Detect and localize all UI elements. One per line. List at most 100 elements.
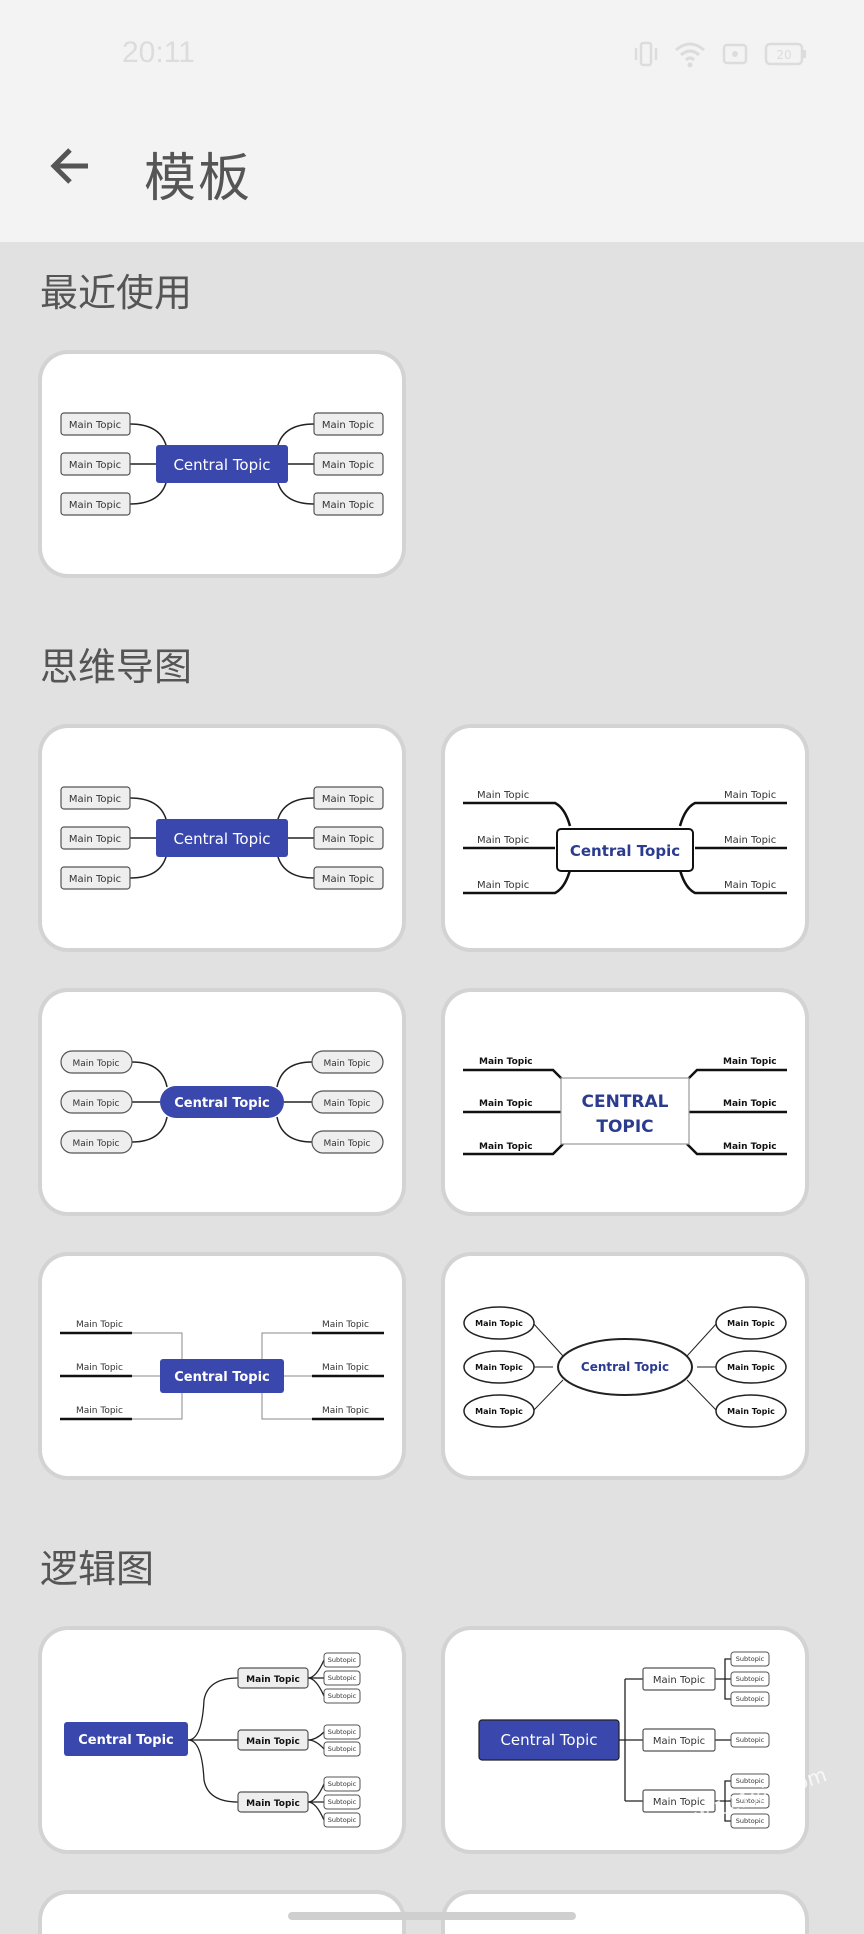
status-time: 20:11 xyxy=(122,36,195,69)
svg-text:Main Topic: Main Topic xyxy=(724,790,776,801)
svg-text:Subtopic: Subtopic xyxy=(328,1816,357,1824)
svg-text:Subtopic: Subtopic xyxy=(328,1728,357,1736)
svg-text:Main Topic: Main Topic xyxy=(73,1099,120,1109)
svg-text:Main Topic: Main Topic xyxy=(479,1142,533,1152)
wifi-icon xyxy=(674,40,706,68)
svg-text:Central Topic: Central Topic xyxy=(174,1370,270,1385)
svg-text:Subtopic: Subtopic xyxy=(736,1655,765,1663)
arrow-back-icon xyxy=(48,144,92,192)
svg-text:Main Topic: Main Topic xyxy=(322,1363,369,1373)
svg-text:Central Topic: Central Topic xyxy=(581,1360,669,1374)
svg-text:Subtopic: Subtopic xyxy=(328,1798,357,1806)
svg-text:Main Topic: Main Topic xyxy=(322,1406,369,1416)
svg-text:Main Topic: Main Topic xyxy=(322,500,374,511)
svg-text:Main Topic: Main Topic xyxy=(477,790,529,801)
svg-text:Subtopic: Subtopic xyxy=(328,1656,357,1664)
svg-text:Main Topic: Main Topic xyxy=(324,1099,371,1109)
svg-text:Main Topic: Main Topic xyxy=(73,1139,120,1149)
svg-text:Main Topic: Main Topic xyxy=(69,794,121,805)
svg-text:Main Topic: Main Topic xyxy=(479,1057,533,1067)
svg-text:Main Topic: Main Topic xyxy=(69,874,121,885)
svg-text:Main Topic: Main Topic xyxy=(322,874,374,885)
svg-text:Main Topic: Main Topic xyxy=(246,1737,300,1747)
svg-text:Main Topic: Main Topic xyxy=(723,1057,777,1067)
svg-text:Subtopic: Subtopic xyxy=(736,1675,765,1683)
svg-text:Main Topic: Main Topic xyxy=(653,1675,705,1686)
scroll-indicator[interactable] xyxy=(288,1912,576,1920)
status-icons: 20 xyxy=(634,40,808,68)
svg-text:Main Topic: Main Topic xyxy=(475,1363,523,1372)
back-button[interactable] xyxy=(44,142,96,194)
svg-text:TOPIC: TOPIC xyxy=(596,1117,653,1137)
svg-text:Main Topic: Main Topic xyxy=(724,835,776,846)
svg-text:Main Topic: Main Topic xyxy=(69,834,121,845)
svg-text:Main Topic: Main Topic xyxy=(322,794,374,805)
svg-text:Main Topic: Main Topic xyxy=(724,880,776,891)
svg-text:CENTRAL: CENTRAL xyxy=(582,1092,669,1112)
svg-text:Subtopic: Subtopic xyxy=(736,1777,765,1785)
svg-text:Central Topic: Central Topic xyxy=(570,842,680,860)
svg-text:Main Topic: Main Topic xyxy=(477,835,529,846)
section-title-logic: 逻辑图 xyxy=(40,1547,155,1591)
svg-text:Subtopic: Subtopic xyxy=(736,1736,765,1744)
svg-text:Main Topic: Main Topic xyxy=(69,500,121,511)
svg-text:Main Topic: Main Topic xyxy=(246,1675,300,1685)
svg-text:Main Topic: Main Topic xyxy=(322,420,374,431)
section-title-recent: 最近使用 xyxy=(40,271,193,315)
svg-text:Main Topic: Main Topic xyxy=(76,1363,123,1373)
svg-text:Main Topic: Main Topic xyxy=(723,1142,777,1152)
svg-text:Main Topic: Main Topic xyxy=(322,834,374,845)
svg-text:Subtopic: Subtopic xyxy=(736,1695,765,1703)
svg-text:Main Topic: Main Topic xyxy=(475,1407,523,1416)
svg-text:Main Topic: Main Topic xyxy=(69,460,121,471)
svg-text:Subtopic: Subtopic xyxy=(328,1780,357,1788)
svg-text:Main Topic: Main Topic xyxy=(475,1319,523,1328)
svg-text:Main Topic: Main Topic xyxy=(322,460,374,471)
svg-text:Main Topic: Main Topic xyxy=(76,1320,123,1330)
svg-text:Central Topic: Central Topic xyxy=(500,1731,597,1749)
svg-text:Subtopic: Subtopic xyxy=(328,1692,357,1700)
page-title: 模板 xyxy=(144,149,253,209)
svg-text:Central Topic: Central Topic xyxy=(78,1733,174,1748)
svg-text:Main Topic: Main Topic xyxy=(246,1799,300,1809)
svg-text:Main Topic: Main Topic xyxy=(727,1319,775,1328)
svg-text:Main Topic: Main Topic xyxy=(479,1099,533,1109)
svg-text:Subtopic: Subtopic xyxy=(328,1674,357,1682)
svg-text:Main Topic: Main Topic xyxy=(73,1059,120,1069)
svg-text:Main Topic: Main Topic xyxy=(723,1099,777,1109)
svg-text:Main Topic: Main Topic xyxy=(324,1059,371,1069)
app-bar: 模板 xyxy=(0,110,864,242)
svg-text:Main Topic: Main Topic xyxy=(477,880,529,891)
svg-text:Main Topic: Main Topic xyxy=(324,1139,371,1149)
svg-text:Central Topic: Central Topic xyxy=(173,456,270,474)
svg-text:Main Topic: Main Topic xyxy=(76,1406,123,1416)
svg-text:Main Topic: Main Topic xyxy=(69,420,121,431)
battery-level: 20 xyxy=(776,48,791,62)
svg-text:Main Topic: Main Topic xyxy=(653,1797,705,1808)
battery-icon: 20 xyxy=(764,42,808,66)
svg-text:Central Topic: Central Topic xyxy=(173,830,270,848)
svg-text:Main Topic: Main Topic xyxy=(653,1736,705,1747)
svg-text:Central Topic: Central Topic xyxy=(174,1096,270,1111)
svg-text:Subtopic: Subtopic xyxy=(736,1817,765,1825)
svg-text:Main Topic: Main Topic xyxy=(727,1363,775,1372)
vibrate-icon xyxy=(634,40,658,68)
section-title-mindmap: 思维导图 xyxy=(40,645,193,689)
